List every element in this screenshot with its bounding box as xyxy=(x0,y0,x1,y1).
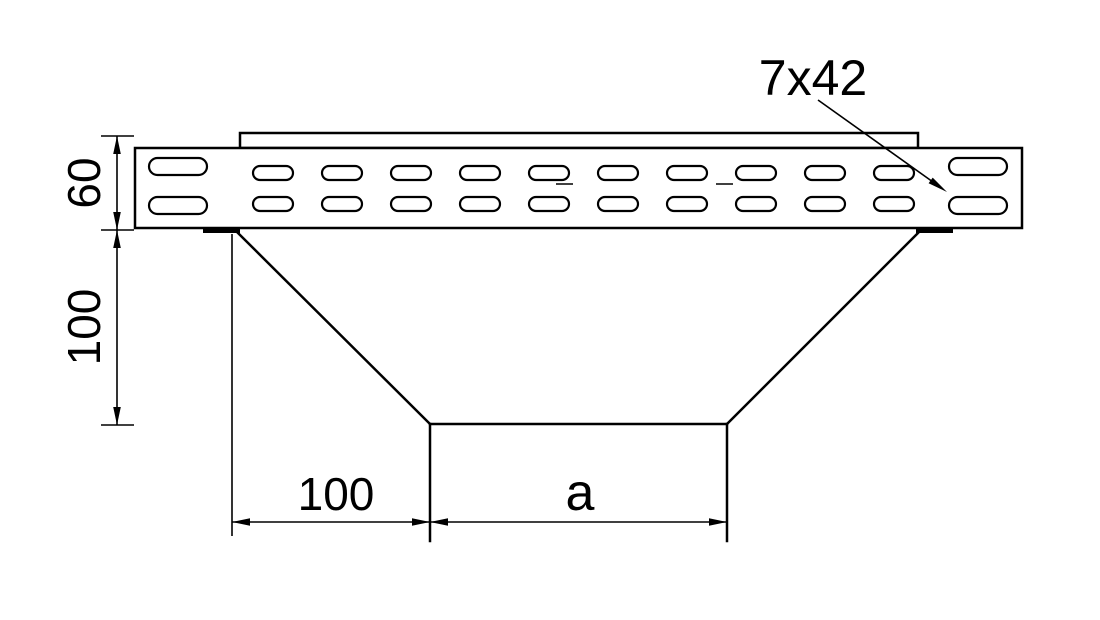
perforation-slot xyxy=(320,195,364,213)
perforation-slot xyxy=(665,164,709,182)
dimension-bottom: 100 a xyxy=(231,234,727,536)
arrowhead-leader xyxy=(928,177,947,192)
tray-cover xyxy=(238,131,920,150)
perforation-slot xyxy=(803,164,847,182)
dimension-label-60: 60 xyxy=(58,157,110,208)
perforation-slot xyxy=(872,164,916,182)
leader-line xyxy=(817,99,934,183)
arrowhead-right xyxy=(709,518,727,526)
flange-mark-right xyxy=(916,227,953,233)
perforation-slot xyxy=(147,156,209,177)
slot-spec-callout: 7x42 xyxy=(759,50,947,192)
branch-slant-right xyxy=(725,231,920,426)
dimension-label-a: a xyxy=(566,464,595,522)
perforation-slot xyxy=(320,164,364,182)
perforation-slot xyxy=(458,164,502,182)
dimension-side-height: 60 100 xyxy=(58,135,134,426)
arrowhead-up xyxy=(113,136,121,154)
perforation-slot xyxy=(872,195,916,213)
arrowhead-down xyxy=(113,212,121,230)
perforation-slot xyxy=(734,195,778,213)
tray-rail xyxy=(133,131,1024,230)
perforation-slot xyxy=(147,195,209,216)
arrowhead-down xyxy=(113,407,121,425)
arrowhead-up xyxy=(113,230,121,248)
perforation-slot xyxy=(803,195,847,213)
tray-body xyxy=(133,146,1024,230)
flange-mark-left xyxy=(203,227,240,233)
branch-outline xyxy=(203,227,953,543)
perforation-slot xyxy=(596,195,640,213)
perforation-slot xyxy=(527,195,571,213)
perforation-slot xyxy=(665,195,709,213)
arrowhead-left xyxy=(430,518,448,526)
perforation-slot xyxy=(251,164,295,182)
perforation-slot xyxy=(389,195,433,213)
branch-slant-left xyxy=(236,231,432,426)
perforation-slot xyxy=(947,195,1009,216)
slot-spec-label: 7x42 xyxy=(759,50,867,106)
perforation-slot xyxy=(734,164,778,182)
perforation-slot xyxy=(947,156,1009,177)
perforation-slot xyxy=(596,164,640,182)
perforation-slot xyxy=(527,164,571,182)
perforation-slot xyxy=(251,195,295,213)
perforation-slot xyxy=(458,195,502,213)
dimension-label-100-bottom: 100 xyxy=(298,468,375,520)
arrowhead-right xyxy=(412,518,430,526)
arrowhead-left xyxy=(232,518,250,526)
perforation-slot xyxy=(389,164,433,182)
dimension-label-100-vertical: 100 xyxy=(58,289,110,366)
